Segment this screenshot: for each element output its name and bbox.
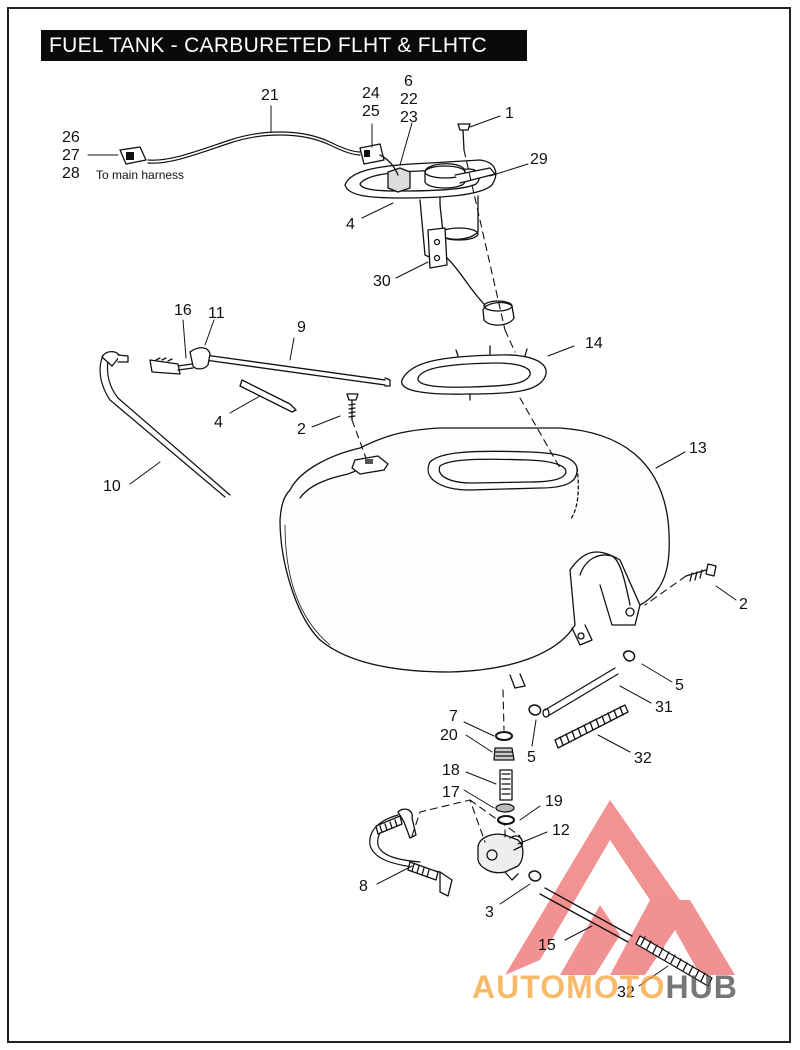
vent-hose xyxy=(99,357,231,498)
vent-tube xyxy=(204,354,386,381)
label-16: 16 xyxy=(174,302,192,319)
label-26: 26 xyxy=(62,129,80,146)
page-title: FUEL TANK - CARBURETED FLHT & FLHTC xyxy=(49,34,487,57)
pump-gasket xyxy=(401,354,547,395)
washer-17 xyxy=(495,803,515,813)
part-number-labels: 1 2 2 3 4 4 5 5 6 7 8 9 10 11 12 13 14 1… xyxy=(62,73,748,1001)
fuel-hose-15 xyxy=(539,887,633,943)
fuel-float xyxy=(482,301,515,326)
label-20: 20 xyxy=(440,727,458,744)
label-17: 17 xyxy=(442,784,460,801)
label-12: 12 xyxy=(552,822,570,839)
label-23: 23 xyxy=(400,109,418,126)
screw-1 xyxy=(457,123,471,151)
label-4a: 4 xyxy=(346,216,355,233)
label-8: 8 xyxy=(359,878,368,895)
label-10: 10 xyxy=(103,478,121,495)
label-2b: 2 xyxy=(739,596,748,613)
strainer-18 xyxy=(499,769,513,801)
label-11: 11 xyxy=(208,305,225,322)
vacuum-hose xyxy=(369,814,441,873)
label-32a: 32 xyxy=(634,750,652,767)
title-bar: FUEL TANK - CARBURETED FLHT & FLHTC xyxy=(41,30,527,61)
label-19: 19 xyxy=(545,793,563,810)
clamp-5b xyxy=(528,704,542,716)
clamp-5a xyxy=(622,650,636,662)
fuel-petcock xyxy=(477,833,524,874)
label-24: 24 xyxy=(362,85,380,102)
label-15: 15 xyxy=(538,937,556,954)
label-14: 14 xyxy=(585,335,603,352)
label-21: 21 xyxy=(261,87,279,104)
label-9: 9 xyxy=(297,319,306,336)
label-3: 3 xyxy=(485,904,494,921)
label-31: 31 xyxy=(655,699,673,716)
label-4b: 4 xyxy=(214,414,223,431)
watermark-logo xyxy=(505,800,735,975)
tank-opening xyxy=(427,450,578,491)
seal-19 xyxy=(497,815,515,825)
fuel-tank xyxy=(279,427,670,673)
label-27: 27 xyxy=(62,147,80,164)
label-13: 13 xyxy=(689,440,707,457)
fuel-hose-31 xyxy=(544,667,619,717)
label-25: 25 xyxy=(362,103,380,120)
fitting-20 xyxy=(493,747,515,761)
screw-2b xyxy=(685,563,717,577)
harness-note: To main harness xyxy=(96,168,184,182)
label-29: 29 xyxy=(530,151,548,168)
label-18: 18 xyxy=(442,762,460,779)
cable-strap xyxy=(239,379,297,413)
wire-harness xyxy=(147,131,361,161)
label-22: 22 xyxy=(400,91,418,108)
label-7: 7 xyxy=(449,708,458,725)
clamp-3 xyxy=(528,870,542,882)
label-5b: 5 xyxy=(527,749,536,766)
label-2a: 2 xyxy=(297,421,306,438)
watermark-part2: HUB xyxy=(665,969,737,1005)
watermark-part1: AUTOMOTO xyxy=(472,969,665,1005)
diagram-frame xyxy=(7,7,791,1043)
label-30: 30 xyxy=(373,273,391,290)
label-5a: 5 xyxy=(675,677,684,694)
label-28: 28 xyxy=(62,165,80,182)
label-6: 6 xyxy=(404,73,413,90)
svg-text:AUTOMOTOHUB: AUTOMOTOHUB xyxy=(472,969,738,1005)
o-ring-7 xyxy=(495,731,513,741)
label-1: 1 xyxy=(505,105,514,122)
label-32b: 32 xyxy=(617,984,635,1001)
watermark-text: AUTOMOTOHUB xyxy=(472,969,738,1005)
